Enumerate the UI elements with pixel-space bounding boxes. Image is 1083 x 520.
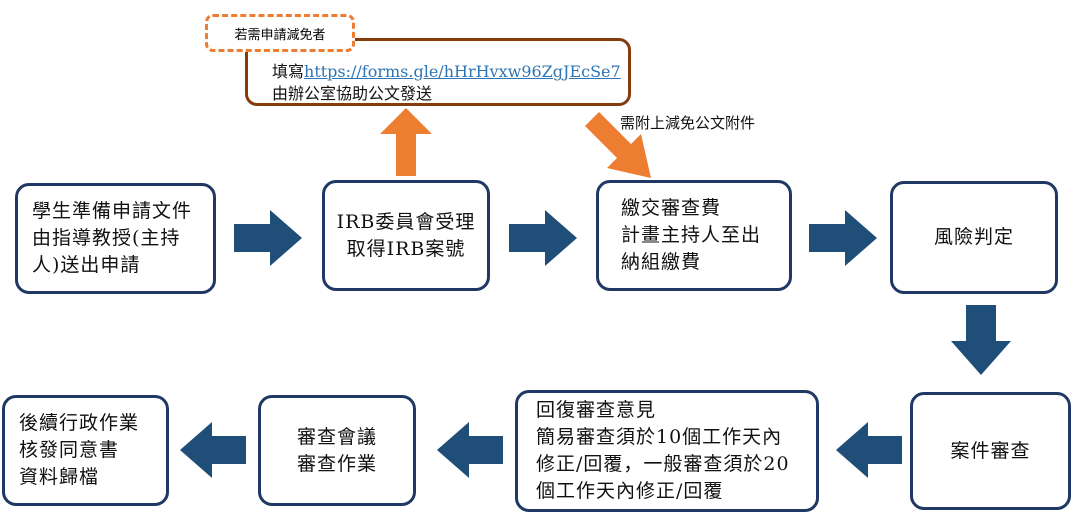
step-text: 回復審查意見 <box>536 399 657 421</box>
left-arrow-2 <box>437 422 503 478</box>
orange-up-arrow <box>380 108 432 176</box>
step-irb-accept: IRB委員會受理 取得IRB案號 <box>322 180 490 291</box>
right-arrow-1 <box>234 210 302 266</box>
down-arrow <box>951 305 1011 375</box>
right-arrow-3 <box>809 210 877 266</box>
step-text: 納組繳費 <box>621 251 702 273</box>
step-reply-comments: 回復審查意見 簡易審查須於10個工作天內 修正/回覆，一般審查須於20 個工作天… <box>515 390 819 512</box>
left-arrow-1 <box>836 422 902 478</box>
step-text: 審查會議 <box>296 425 377 448</box>
right-arrow-2 <box>509 210 577 266</box>
step-text: 修正/回覆，一般審查須於20 <box>536 453 790 475</box>
step-text: 個工作天內修正/回覆 <box>536 480 724 502</box>
step-risk: 風險判定 <box>890 181 1058 294</box>
step-text: 計畫主持人至出 <box>621 224 762 246</box>
step-pay-fee: 繳交審查費 計畫主持人至出 納組繳費 <box>596 180 792 291</box>
step-review-meeting: 審查會議 審查作業 <box>258 395 416 506</box>
step-text: 風險判定 <box>933 226 1014 248</box>
step-apply: 學生準備申請文件 由指導教授(主持 人)送出申請 <box>15 183 216 294</box>
step-text: 繳交審查費 <box>621 197 722 219</box>
step-text: 由指導教授(主持 <box>32 227 181 249</box>
step-text: 簡易審查須於10個工作天內 <box>536 426 783 448</box>
step-case-review: 案件審查 <box>910 392 1071 510</box>
step-text: 後續行政作業 <box>19 412 140 434</box>
waiver-note-line1: 填寫https://forms.gle/hHrHvxw96ZgJEcSe7 <box>272 58 621 82</box>
step-text: 人)送出申請 <box>32 254 141 276</box>
fill-label: 填寫 <box>272 62 305 81</box>
waiver-dashed-label: 若需申請減免者 <box>205 14 355 52</box>
step-text: 資料歸檔 <box>19 466 100 488</box>
step-text: 學生準備申請文件 <box>32 200 193 222</box>
waiver-dashed-text: 若需申請減免者 <box>234 27 326 43</box>
waiver-form-link[interactable]: https://forms.gle/hHrHvxw96ZgJEcSe7 <box>304 62 621 81</box>
waiver-note-line2: 由辦公室協助公文發送 <box>272 84 433 103</box>
step-text: 審查作業 <box>296 452 377 475</box>
step-text: 取得IRB案號 <box>346 237 466 260</box>
step-text: 案件審查 <box>950 439 1031 462</box>
left-arrow-3 <box>180 422 246 478</box>
step-text: 核發同意書 <box>19 439 120 461</box>
attach-label: 需附上減免公文附件 <box>620 114 756 132</box>
orange-diagonal-arrow <box>585 112 651 178</box>
step-followup: 後續行政作業 核發同意書 資料歸檔 <box>2 395 169 506</box>
step-text: IRB委員會受理 <box>336 210 476 233</box>
